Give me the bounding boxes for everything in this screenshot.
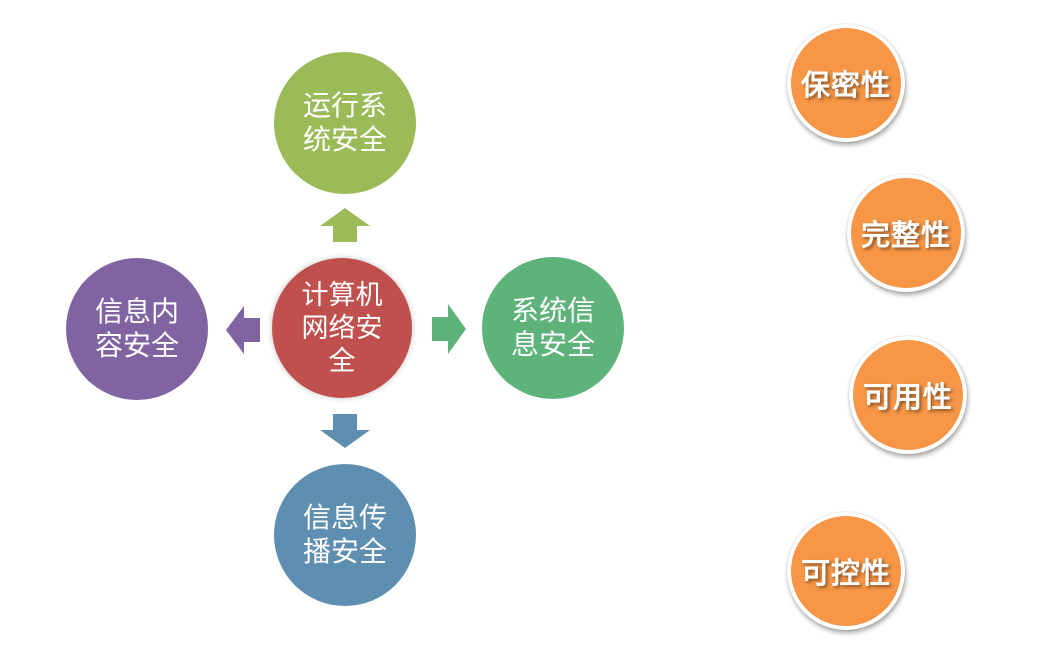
node-top-label: 运行系统安全 (302, 89, 387, 156)
property-label: 保密性 (800, 68, 891, 102)
node-information-propagation-security: 信息传播安全 (274, 464, 416, 606)
property-integrity: 完整性 (847, 174, 965, 292)
property-confidentiality: 保密性 (787, 24, 905, 142)
node-bottom-label: 信息传播安全 (302, 501, 387, 568)
property-controllability: 可控性 (787, 512, 905, 630)
center-node-label: 计算机网络安全 (301, 279, 383, 377)
node-information-content-security: 信息内容安全 (66, 258, 208, 400)
property-label: 完整性 (860, 218, 951, 252)
property-label: 可用性 (862, 380, 953, 414)
node-right-label: 系统信息安全 (510, 294, 595, 361)
property-availability: 可用性 (849, 336, 967, 454)
node-operation-system-security: 运行系统安全 (274, 52, 416, 194)
arrow-left-icon (226, 306, 260, 354)
center-node-network-security: 计算机网络安全 (272, 258, 412, 398)
arrow-right-icon (432, 304, 466, 354)
node-system-information-security: 系统信息安全 (482, 257, 624, 399)
arrow-down-icon (320, 414, 370, 448)
arrow-up-icon (320, 208, 370, 242)
property-label: 可控性 (800, 556, 891, 590)
node-left-label: 信息内容安全 (94, 295, 179, 362)
